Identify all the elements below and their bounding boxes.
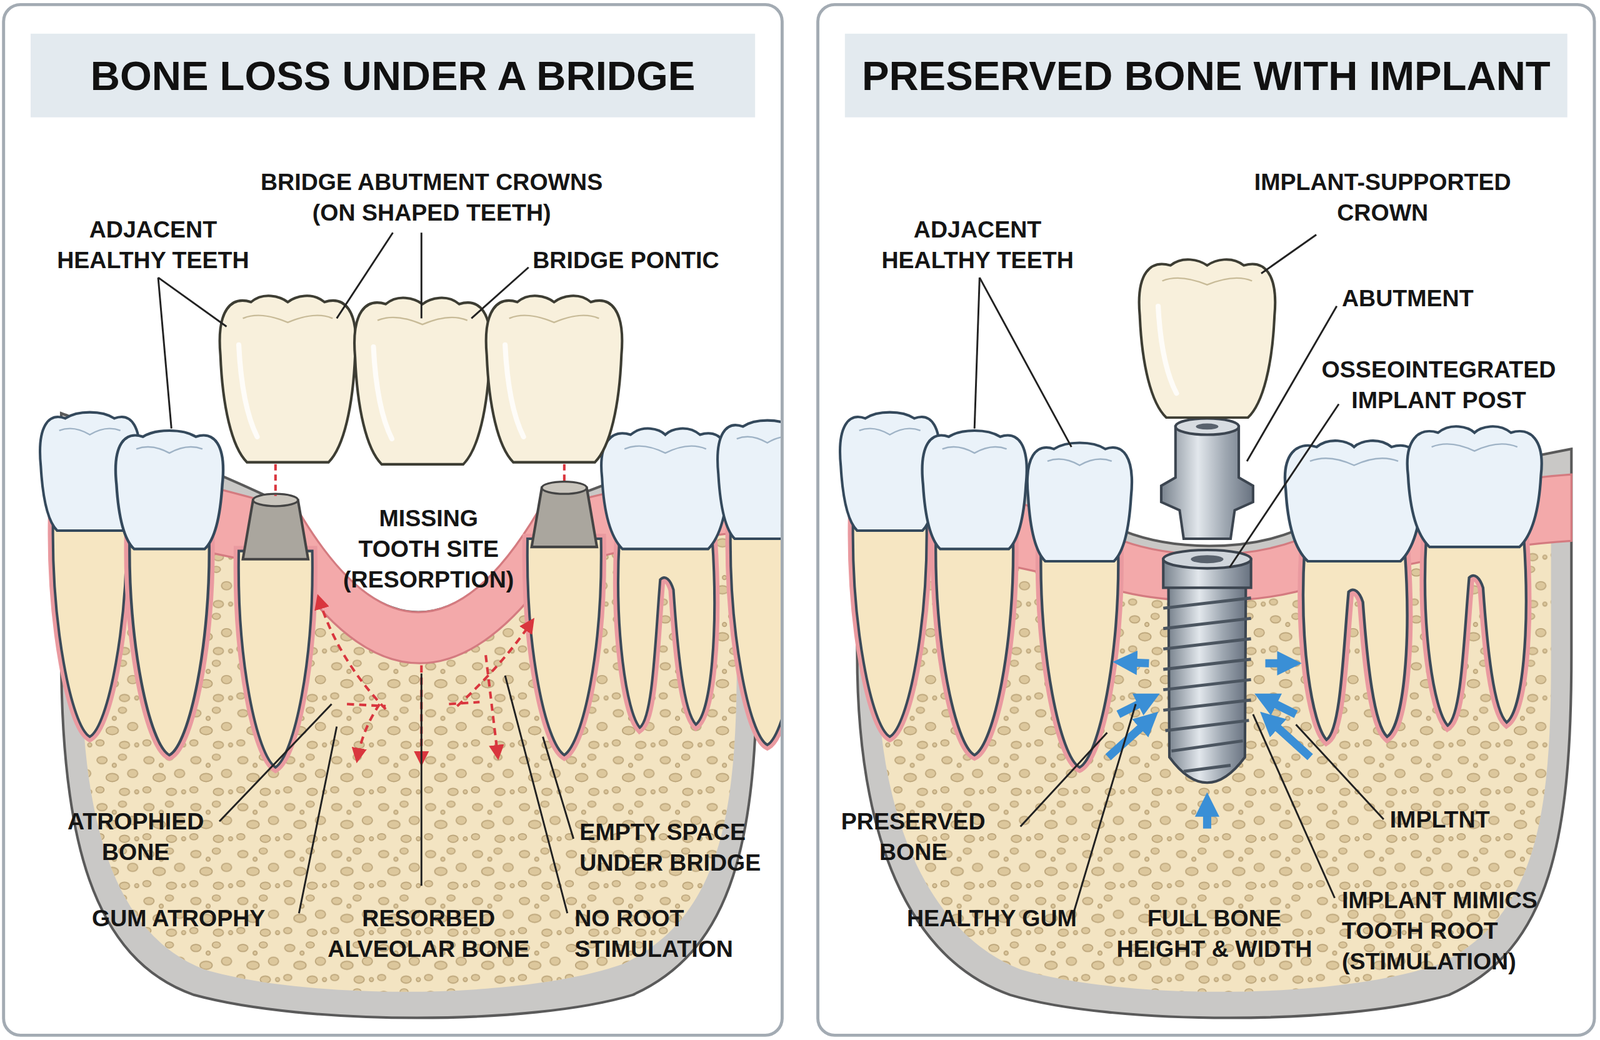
part-label: HEALTHY GUM bbox=[879, 903, 1104, 934]
part-label: IMPLTNT bbox=[1390, 804, 1544, 835]
part-label: OSSEOINTEGRATED IMPLANT POST bbox=[1306, 354, 1572, 416]
part-label: PRESERVED BONE bbox=[829, 806, 998, 868]
part-label: ADJACENT HEALTHY TEETH bbox=[43, 214, 263, 276]
heading-band: PRESERVED BONE WITH IMPLANT bbox=[845, 33, 1568, 118]
part-label: MISSING TOOTH SITE (RESORPTION) bbox=[339, 503, 519, 595]
part-label: GUM ATROPHY bbox=[66, 903, 291, 934]
part-label: FULL BONE HEIGHT & WIDTH bbox=[1110, 903, 1320, 965]
part-label: NO ROOT STIMULATION bbox=[574, 903, 774, 965]
part-label: ADJACENT HEALTHY TEETH bbox=[868, 214, 1088, 276]
part-label: ABUTMENT bbox=[1341, 282, 1547, 314]
part-label: IMPLANT-SUPPORTED CROWN bbox=[1229, 166, 1536, 228]
panel: PRESERVED BONE WITH IMPLANT bbox=[816, 3, 1596, 1037]
part-label: ATROPHIED BONE bbox=[54, 806, 218, 868]
part-label: IMPLANT MIMICS TOOTH ROOT (STIMULATION) bbox=[1341, 885, 1577, 977]
panel-heading: PRESERVED BONE WITH IMPLANT bbox=[861, 52, 1551, 99]
part-label: BRIDGE ABUTMENT CROWNS (ON SHAPED TEETH) bbox=[248, 166, 616, 228]
part-label: RESORBED ALVEOLAR BONE bbox=[318, 903, 539, 965]
part-label: BRIDGE PONTIC bbox=[532, 245, 768, 276]
heading-band: BONE LOSS UNDER A BRIDGE bbox=[30, 33, 755, 118]
panel-heading: BONE LOSS UNDER A BRIDGE bbox=[90, 52, 696, 99]
part-label: EMPTY SPACE UNDER BRIDGE bbox=[579, 816, 784, 878]
